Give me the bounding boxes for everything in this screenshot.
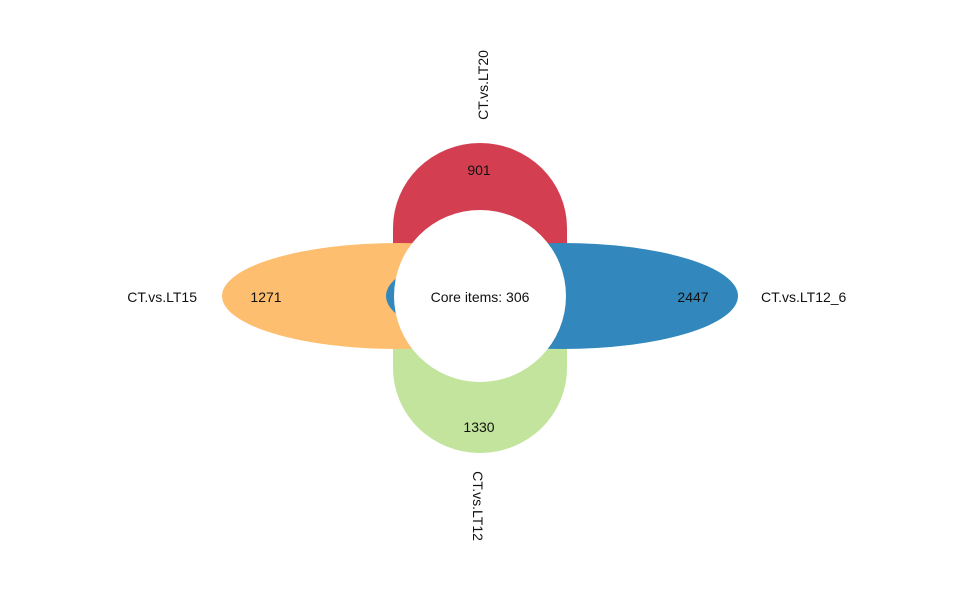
core-label: Core items: 306 [431, 289, 530, 305]
petal-right-count: 2447 [677, 289, 708, 305]
petal-top [393, 143, 567, 245]
set-name-bottom: CT.vs.LT12 [470, 471, 486, 541]
petal-left-count: 1271 [250, 289, 281, 305]
petal-bottom-count: 1330 [463, 419, 494, 435]
set-name-right: CT.vs.LT12_6 [761, 289, 847, 305]
set-name-top: CT.vs.LT20 [475, 50, 491, 120]
petal-bottom [393, 345, 567, 453]
petal-top-count: 901 [467, 162, 491, 178]
set-name-left: CT.vs.LT15 [127, 289, 197, 305]
core-circle [394, 210, 566, 382]
